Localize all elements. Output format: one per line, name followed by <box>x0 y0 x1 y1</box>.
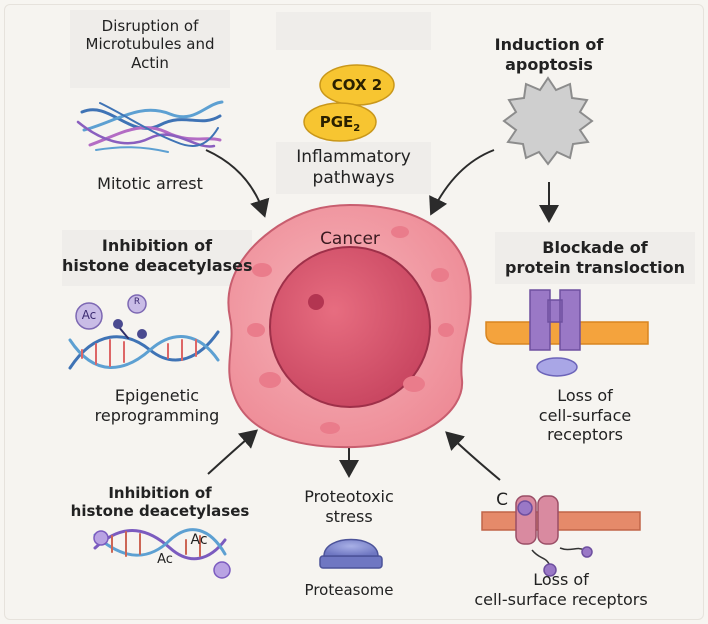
mitotic-arrest-caption: Mitotic arrest <box>97 174 203 193</box>
apoptotic-cell-icon <box>502 76 594 166</box>
arrow-receptors-to-cancer <box>445 431 501 481</box>
epigenetic-caption-line1: Epigenetic <box>114 386 200 405</box>
arrow-apoptosis-to-cancer <box>429 149 495 216</box>
translocation-caption-line3: receptors <box>547 425 623 445</box>
organelle <box>391 226 409 238</box>
cytoskeleton-title-line1: Disruption of <box>101 17 199 35</box>
cytoskeleton-title-line3: Actin <box>131 53 169 72</box>
translocation-caption-line2: cell-surface <box>538 405 632 425</box>
proteotoxic-title: Proteotoxic stress <box>290 487 408 526</box>
proteasome-icon <box>319 538 383 569</box>
nucleolus <box>308 294 324 310</box>
translocation-title-line2: protein transloction <box>504 257 685 277</box>
acetyl-mark-bottom-2: Ac <box>157 552 173 567</box>
panel-inflammatory-caption <box>276 142 431 194</box>
r-mark: R <box>133 297 141 307</box>
hdac-top-title-line2: histone deacetylases <box>62 255 253 275</box>
inflammatory-caption: Inflammatory pathways <box>276 147 431 188</box>
proteotoxic-title-line1: Proteotoxic <box>304 487 394 506</box>
organelle <box>247 323 265 337</box>
organelle <box>259 372 281 388</box>
acetyl-mark: Ac <box>81 308 97 322</box>
pge2-subscript: 2 <box>353 123 361 134</box>
panel-translocation <box>495 232 695 284</box>
organelle <box>431 268 449 282</box>
hdac-bottom-title: Inhibition of histone deacetylases <box>70 484 250 521</box>
organelle <box>320 422 340 434</box>
pge2-label: PGE2 <box>305 113 375 135</box>
panel-cytoskeleton <box>70 10 230 88</box>
arrow-cytoskeleton-to-cancer <box>205 149 270 218</box>
inflammatory-caption-line1: Inflammatory <box>296 147 411 167</box>
translocation-caption-line1: Loss of <box>557 386 613 405</box>
apoptosis-title: Induction of apoptosis <box>476 35 622 74</box>
hdac-top-title-line1: Inhibition of <box>101 236 213 255</box>
organelle <box>403 376 425 392</box>
pge2-main: PGE <box>319 113 354 131</box>
acetyl-group-icon <box>75 302 103 330</box>
microtubule-fibers-icon <box>76 100 224 153</box>
cytoskeleton-title-line2: Microtubules and <box>85 35 215 54</box>
hdac-bottom-title-line2: histone deacetylases <box>70 502 250 521</box>
dna-helix-icon <box>68 319 220 370</box>
pge2-badge <box>303 102 377 142</box>
cancer-nucleus <box>269 246 431 408</box>
proteotoxic-title-line2: stress <box>325 506 373 526</box>
inflammatory-caption-line2: pathways <box>312 167 395 188</box>
epigenetic-caption-line2: reprogramming <box>94 405 220 425</box>
acetyl-mark-bottom-1: Ac <box>190 532 208 548</box>
translocation-channel-icon <box>485 289 649 377</box>
translocation-caption: Loss of cell-surface receptors <box>495 386 675 445</box>
r-group-icon <box>127 294 147 314</box>
translocation-title: Blockade of protein transloction <box>495 238 695 277</box>
proteasome-caption: Proteasome <box>304 581 394 599</box>
receptor-membrane-icon <box>481 495 641 577</box>
organelle <box>438 323 454 337</box>
apoptosis-title-line2: apoptosis <box>505 54 593 74</box>
receptors-caption-line1: Loss of <box>533 570 589 589</box>
arrow-hdac-bottom-to-cancer <box>207 429 259 475</box>
panel-inflammation <box>276 12 431 50</box>
cytoskeleton-title: Disruption of Microtubules and Actin <box>79 17 221 72</box>
hdac-bottom-title-line1: Inhibition of <box>108 484 212 502</box>
epigenetic-caption: Epigenetic reprogramming <box>66 386 248 425</box>
receptors-caption: Loss of cell-surface receptors <box>466 570 656 609</box>
receptors-caption-line2: cell-surface receptors <box>474 589 648 609</box>
cox2-label: COX 2 <box>331 76 383 94</box>
dna-helix-bottom-icon <box>93 528 231 579</box>
receptor-mark: C <box>496 490 508 510</box>
translocation-title-line1: Blockade of <box>542 238 648 257</box>
cancer-label: Cancer <box>320 229 380 249</box>
organelle <box>252 263 272 277</box>
hdac-top-title: Inhibition of histone deacetylases <box>62 236 253 275</box>
apoptosis-title-line1: Induction of <box>494 35 604 54</box>
panel-hdac-top <box>62 230 252 286</box>
